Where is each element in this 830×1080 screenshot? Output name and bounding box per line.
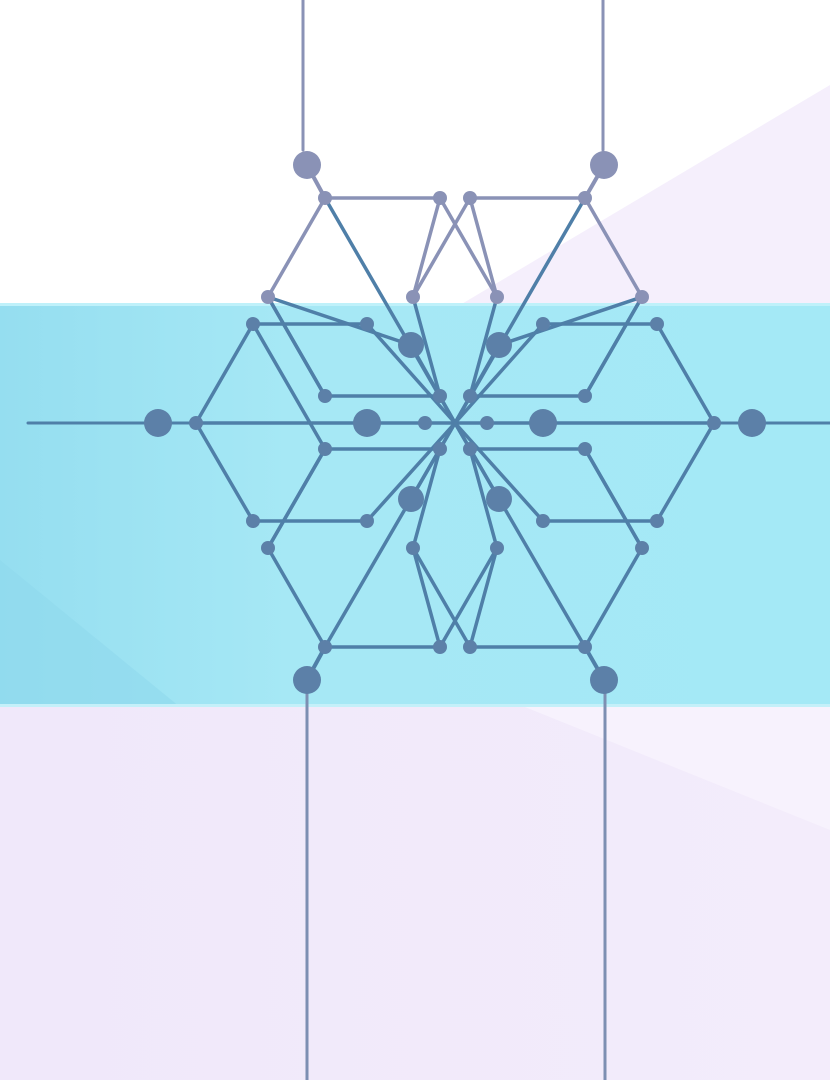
vertex-node (463, 191, 477, 205)
vertex-node (578, 442, 592, 456)
terminal-node-bottom-left (293, 666, 321, 694)
spoke-hidden (253, 324, 325, 449)
network-edges (28, 0, 830, 1080)
vertex-node (318, 442, 332, 456)
vertex-node (463, 640, 477, 654)
vertex-node (189, 416, 203, 430)
spoke-hidden (268, 297, 411, 345)
vertex-node (463, 389, 477, 403)
vertex-node (360, 317, 374, 331)
vertex-node (318, 389, 332, 403)
spoke (411, 345, 455, 423)
vertex-node (707, 416, 721, 430)
inner-node (398, 486, 424, 512)
terminal-node-top-left (293, 151, 321, 179)
inner-node (398, 332, 424, 358)
spoke (411, 423, 455, 499)
hex-chevron-left (196, 324, 253, 423)
vertex-node (463, 442, 477, 456)
terminal-node-top-right (590, 151, 618, 179)
spoke-hidden (499, 297, 642, 345)
hex-chevron-bottom-left (268, 548, 325, 647)
hex-chevron-top-left (268, 198, 325, 297)
hex-chevron-left (196, 423, 253, 521)
hex-chevron-right (657, 423, 714, 521)
hex-chevron-bottom-right (585, 548, 642, 647)
vertex-node (261, 290, 275, 304)
inner-diamond-bottom-left (413, 548, 440, 647)
vertex-node (246, 317, 260, 331)
vertex-node (406, 290, 420, 304)
vertex-node (318, 640, 332, 654)
vertex-node (406, 541, 420, 555)
spoke (585, 449, 642, 548)
vertex-node (480, 416, 494, 430)
vertex-node (433, 640, 447, 654)
vertex-node (635, 290, 649, 304)
vertex-node (536, 317, 550, 331)
vertex-node (433, 389, 447, 403)
vertex-node (433, 191, 447, 205)
inner-diamond-top-left (413, 198, 440, 297)
vertex-node (490, 541, 504, 555)
inner-diamond-edge (440, 548, 497, 647)
vertex-node (418, 416, 432, 430)
vertex-node (650, 514, 664, 528)
inner-diamond-top-right (470, 198, 497, 297)
terminal-node-right (738, 409, 766, 437)
inner-diamond-edge (413, 198, 470, 297)
inner-node (529, 409, 557, 437)
vertex-node (360, 514, 374, 528)
vertex-node (635, 541, 649, 555)
vertex-node (650, 317, 664, 331)
vertex-node (490, 290, 504, 304)
spoke (455, 423, 499, 499)
vertex-node (318, 191, 332, 205)
inner-node (486, 332, 512, 358)
vertex-node (578, 191, 592, 205)
inner-node (486, 486, 512, 512)
vertex-node (246, 514, 260, 528)
inner-diamond-edge (440, 198, 497, 297)
hex-chevron-right (657, 324, 714, 423)
vertex-node (578, 640, 592, 654)
inner-diamond-bottom-right (470, 548, 497, 647)
inner-diamond-edge (413, 548, 470, 647)
terminal-node-left (144, 409, 172, 437)
spoke (455, 345, 499, 423)
terminal-node-bottom-right (590, 666, 618, 694)
vertex-node (578, 389, 592, 403)
vertex-node (433, 442, 447, 456)
spoke (268, 449, 325, 548)
hex-chevron-top-right (585, 198, 642, 297)
vertex-node (536, 514, 550, 528)
vertex-node (261, 541, 275, 555)
inner-node (353, 409, 381, 437)
